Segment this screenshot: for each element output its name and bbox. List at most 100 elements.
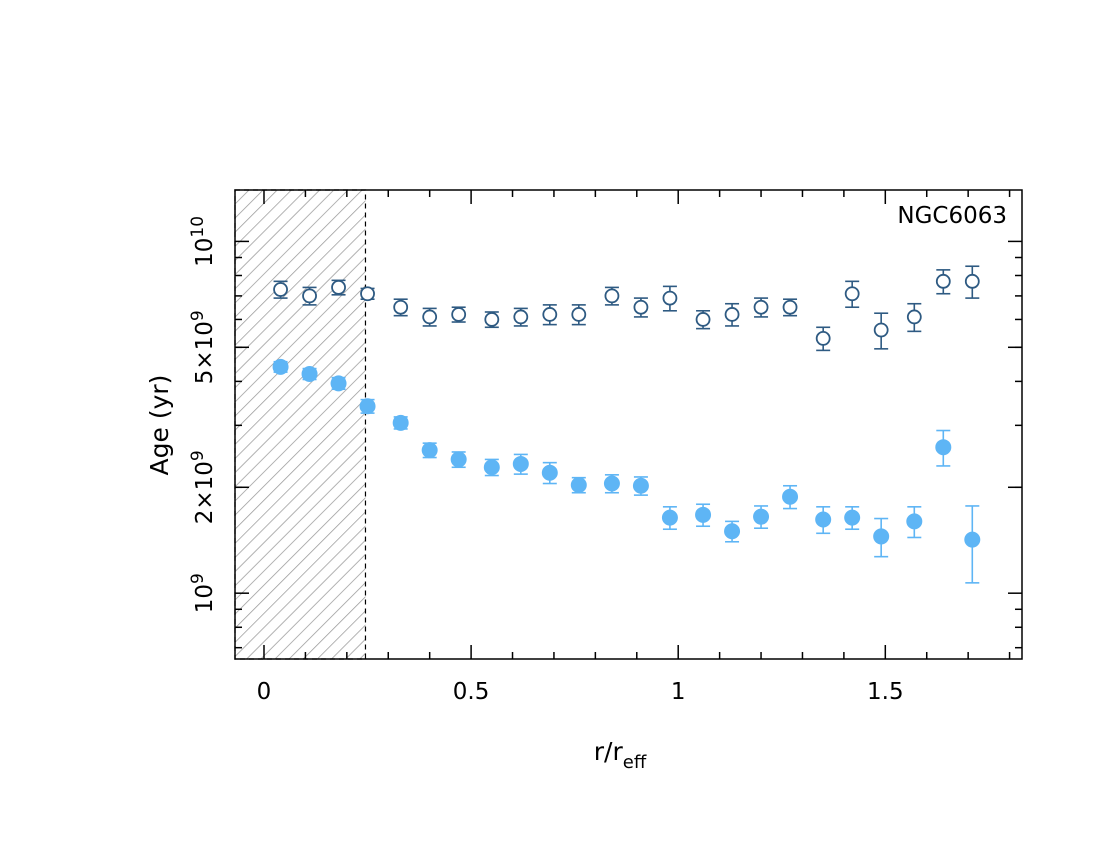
marker xyxy=(633,299,649,315)
open-point xyxy=(273,280,288,299)
filled-point xyxy=(632,476,649,496)
x-axis-label-subscript: eff xyxy=(623,752,647,773)
filled-point xyxy=(272,358,289,375)
filled-point xyxy=(301,365,318,382)
open-point xyxy=(360,286,375,302)
filled-point xyxy=(661,506,678,531)
open-point xyxy=(633,297,649,318)
marker xyxy=(815,511,832,528)
open-point xyxy=(906,302,922,333)
filled-point xyxy=(392,414,409,431)
open-point xyxy=(571,304,587,326)
open-point xyxy=(873,312,889,350)
marker xyxy=(360,286,375,302)
marker xyxy=(570,477,587,494)
marker xyxy=(541,464,558,481)
x-tick-label: 1.5 xyxy=(867,679,904,705)
x-axis-label-main: r/r xyxy=(594,737,624,766)
marker xyxy=(695,506,712,523)
filled-point xyxy=(844,506,861,531)
y-tick-label: 5×109 xyxy=(188,310,218,384)
marker xyxy=(571,307,587,322)
filled-point xyxy=(873,517,890,558)
open-point xyxy=(302,286,317,306)
y-axis-label: Age (yr) xyxy=(145,375,174,476)
marker xyxy=(782,488,799,505)
marker xyxy=(301,365,318,382)
filled-point xyxy=(570,476,587,494)
y-tick-label: 109 xyxy=(188,573,218,613)
filled-point xyxy=(450,451,467,469)
filled-point xyxy=(906,506,923,539)
filled-point xyxy=(782,484,799,510)
marker xyxy=(392,414,409,431)
marker xyxy=(661,509,678,526)
marker xyxy=(604,288,620,304)
filled-point xyxy=(695,503,712,528)
filled-point xyxy=(724,520,741,543)
marker xyxy=(451,307,467,322)
open-point xyxy=(964,265,980,299)
marker xyxy=(393,299,409,315)
marker xyxy=(753,299,769,315)
filled-point xyxy=(483,458,500,477)
open-point xyxy=(451,306,467,323)
y-tick-label: 2×109 xyxy=(188,450,218,524)
marker xyxy=(815,330,831,346)
marker xyxy=(873,528,890,545)
plot-frame xyxy=(234,189,1023,660)
open-point xyxy=(542,304,558,326)
filled-point xyxy=(421,442,438,459)
filled-point xyxy=(753,505,770,530)
open-point xyxy=(815,326,831,352)
filled-point xyxy=(359,398,376,415)
marker xyxy=(422,309,438,325)
open-point xyxy=(695,309,711,330)
marker xyxy=(273,282,288,297)
marker xyxy=(724,523,741,540)
marker xyxy=(483,459,500,476)
marker xyxy=(632,477,649,494)
y-tick-label: 1010 xyxy=(188,216,218,267)
open-point xyxy=(484,311,500,329)
marker xyxy=(484,312,500,327)
galaxy-name-label: NGC6063 xyxy=(897,203,1007,229)
marker xyxy=(330,375,347,392)
marker xyxy=(331,280,346,295)
filled-point xyxy=(964,505,981,584)
filled-point xyxy=(815,506,832,535)
marker xyxy=(450,451,467,468)
open-point xyxy=(724,302,740,327)
marker xyxy=(421,442,438,459)
filled-point xyxy=(935,429,952,467)
marker xyxy=(272,358,289,375)
filled-point xyxy=(512,453,529,475)
marker xyxy=(724,307,740,322)
marker xyxy=(603,475,620,492)
marker xyxy=(513,309,529,325)
open-point xyxy=(935,269,951,295)
marker xyxy=(873,322,889,338)
x-tick-label: 0 xyxy=(257,679,272,705)
marker xyxy=(964,273,980,289)
marker xyxy=(906,513,923,530)
open-point xyxy=(393,298,409,317)
filled-point xyxy=(330,375,347,392)
marker xyxy=(964,531,981,548)
marker xyxy=(753,508,770,525)
open-point xyxy=(422,307,438,327)
open-point xyxy=(662,285,678,312)
open-point xyxy=(513,307,529,327)
open-point xyxy=(844,280,860,309)
shaded-region xyxy=(234,189,367,660)
data-layer xyxy=(272,265,981,584)
marker xyxy=(844,509,861,526)
marker xyxy=(844,286,860,302)
open-point xyxy=(782,298,798,317)
marker xyxy=(359,398,376,415)
x-tick-label: 1 xyxy=(671,679,686,705)
open-point xyxy=(753,297,769,318)
marker xyxy=(695,312,711,327)
